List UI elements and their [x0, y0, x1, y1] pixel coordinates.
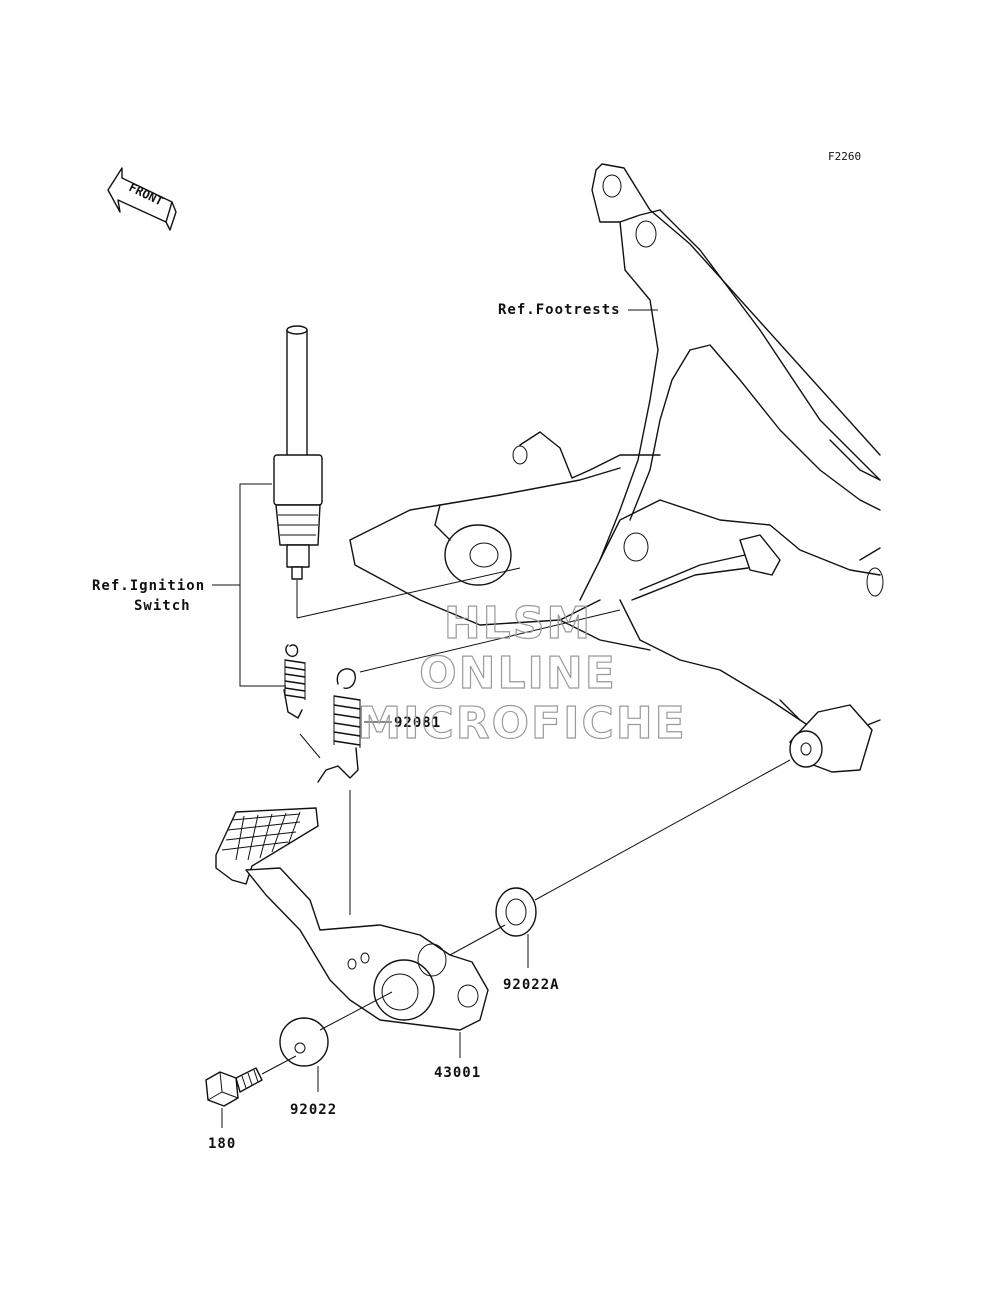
- part-number-92022a: 92022A: [503, 977, 560, 993]
- ref-ignition-label-2: Switch: [134, 598, 191, 614]
- watermark-line-1: HLSM: [444, 598, 592, 649]
- pivot-shaft: [789, 704, 873, 773]
- front-arrow-icon: FRONT: [107, 167, 177, 231]
- watermark-line-2: ONLINE: [419, 648, 617, 699]
- bolt-icon: [205, 1055, 297, 1107]
- frame-drawing: [349, 163, 884, 741]
- watermark: HLSM ONLINE MICROFICHE: [357, 597, 686, 749]
- brake-pedal: [215, 807, 489, 1031]
- figure-code: F2260: [828, 150, 861, 163]
- part-number-92022: 92022: [290, 1102, 337, 1118]
- washer-92022: [279, 1017, 329, 1067]
- brake-light-switch: [273, 325, 521, 619]
- switch-spring: [283, 644, 306, 719]
- ref-footrests-label: Ref.Footrests: [498, 302, 621, 318]
- washer-92022a: [495, 887, 537, 937]
- part-number-92081: 92081: [394, 715, 441, 731]
- ref-ignition-label: Ref.Ignition: [92, 578, 205, 594]
- part-number-43001: 43001: [434, 1065, 481, 1081]
- watermark-line-3: MICROFICHE: [357, 698, 686, 749]
- part-number-180: 180: [208, 1136, 236, 1152]
- return-spring: [299, 609, 621, 915]
